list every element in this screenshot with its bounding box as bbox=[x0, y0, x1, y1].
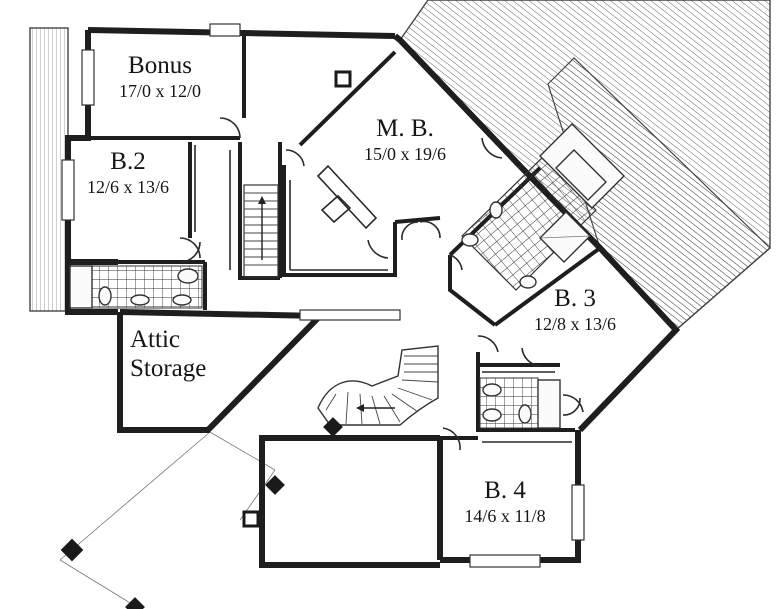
windows bbox=[61, 23, 585, 568]
master-bath bbox=[461, 123, 625, 291]
room-bonus-dims: 17/0 x 12/0 bbox=[118, 80, 201, 101]
room-bedroom-2-dims: 12/6 x 13/6 bbox=[86, 176, 169, 197]
posts bbox=[60, 70, 352, 609]
door-swings bbox=[179, 117, 584, 451]
room-bonus: Bonus 17/0 x 12/0 bbox=[100, 52, 220, 101]
b3-bath bbox=[479, 377, 561, 429]
curved-stair bbox=[317, 345, 439, 426]
room-bedroom-2: B.2 12/6 x 13/6 bbox=[68, 148, 188, 197]
main-stair bbox=[243, 184, 279, 278]
room-master-bedroom-name: M. B. bbox=[376, 115, 434, 142]
room-master-bedroom: M. B. 15/0 x 19/6 bbox=[340, 115, 470, 164]
room-bedroom-3-dims: 12/8 x 13/6 bbox=[533, 313, 616, 334]
room-bedroom-2-name: B.2 bbox=[110, 148, 146, 175]
room-bedroom-4: B. 4 14/6 x 11/8 bbox=[440, 477, 570, 526]
room-bedroom-3-name: B. 3 bbox=[554, 285, 596, 312]
closet-shelves bbox=[194, 145, 572, 443]
room-attic-storage-line1: Attic bbox=[130, 326, 180, 353]
room-bonus-name: Bonus bbox=[128, 52, 192, 79]
b2-bath bbox=[69, 265, 203, 309]
room-bedroom-4-dims: 14/6 x 11/8 bbox=[464, 505, 546, 526]
room-attic-storage-line2: Storage bbox=[130, 354, 207, 382]
room-bedroom-4-name: B. 4 bbox=[484, 477, 526, 504]
room-bedroom-3: B. 3 12/8 x 13/6 bbox=[510, 285, 640, 334]
room-master-bedroom-dims: 15/0 x 19/6 bbox=[363, 143, 446, 164]
interior-walls bbox=[68, 30, 602, 440]
room-attic-storage: Attic Storage bbox=[130, 326, 240, 384]
